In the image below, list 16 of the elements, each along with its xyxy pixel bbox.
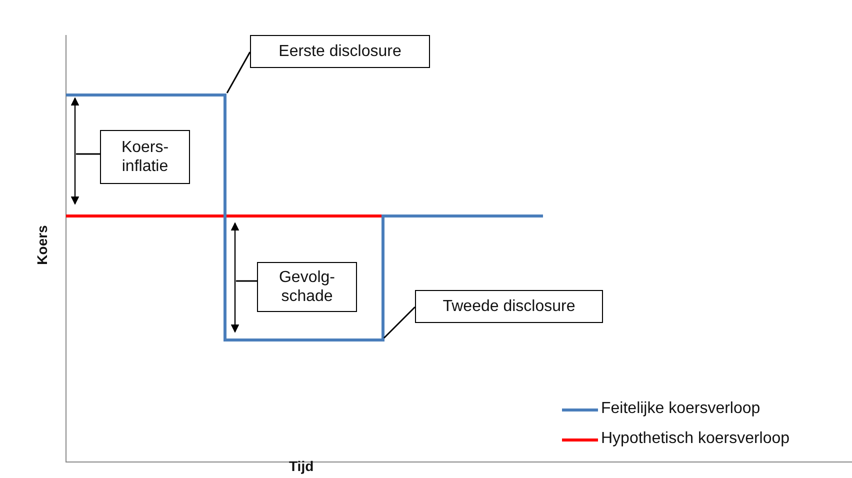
legend-text: Feitelijke koersverloop <box>601 400 760 418</box>
leader-line <box>226 52 251 94</box>
callout-text: Koers- inflatie <box>120 138 170 176</box>
callout-text: Gevolg- schade <box>278 268 336 306</box>
axis-title: Koers <box>34 225 50 265</box>
callout-box <box>250 35 430 68</box>
leader-line <box>236 280 257 282</box>
callout-box <box>415 290 603 323</box>
leader-line <box>76 153 100 155</box>
callout-text: Tweede disclosure <box>442 297 576 316</box>
callout-text: Eerste disclosure <box>278 42 402 61</box>
leader-line <box>383 306 416 339</box>
callout-box <box>100 130 190 184</box>
legend-text: Hypothetisch koersverloop <box>601 430 790 448</box>
callout-box <box>257 262 357 312</box>
axis-title: Tijd <box>289 458 314 474</box>
